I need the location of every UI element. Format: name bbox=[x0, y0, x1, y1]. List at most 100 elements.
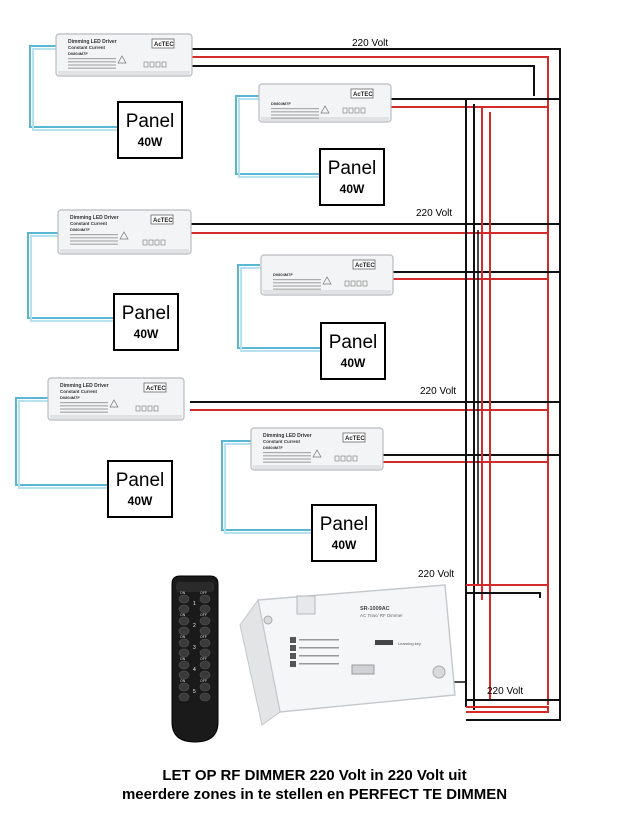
panel-4: Panel 40W bbox=[320, 322, 386, 380]
driver-model: D0804M7F bbox=[273, 272, 293, 277]
signal-wire-4 bbox=[237, 264, 320, 349]
live-receiver-in bbox=[466, 584, 549, 600]
brand-name: AcTEC bbox=[355, 263, 375, 269]
driver-spec-line bbox=[271, 114, 319, 116]
cert-mark bbox=[360, 107, 366, 114]
voltage-label: 220 Volt bbox=[352, 38, 389, 49]
neutral-main-wire bbox=[190, 48, 561, 720]
cert-mark bbox=[348, 107, 354, 114]
driver-base bbox=[60, 249, 189, 253]
panel-1: Panel 40W bbox=[117, 101, 183, 159]
panel-6: Panel 40W bbox=[311, 504, 377, 562]
remote-zone-number: 1 bbox=[193, 601, 196, 607]
signal-wire-5-2 bbox=[18, 400, 110, 489]
panel-label: Panel bbox=[327, 158, 377, 179]
brand-name: AcTEC bbox=[146, 386, 166, 392]
footer-line-1: LET OP RF DIMMER 220 Volt in 220 Volt ui… bbox=[162, 767, 467, 784]
remote-zone-number: 5 bbox=[193, 689, 196, 695]
cert-mark bbox=[141, 405, 147, 412]
cert-mark bbox=[362, 280, 368, 287]
driver-subtitle: Constant Current bbox=[263, 439, 301, 444]
driver-spec-line bbox=[263, 461, 311, 463]
driver-subtitle: Constant Current bbox=[70, 221, 108, 226]
remote-off-label: OFF bbox=[200, 591, 207, 595]
live-main-wire bbox=[190, 56, 549, 705]
receiver-mount-tab bbox=[296, 595, 316, 615]
driver-base bbox=[58, 71, 190, 75]
panel-wattage: 40W bbox=[137, 135, 163, 149]
remote-dim-up-button bbox=[199, 604, 211, 614]
remote-dim-up-button bbox=[199, 626, 211, 636]
receiver-terminal bbox=[290, 661, 296, 667]
driver-spec-line bbox=[263, 452, 311, 454]
remote-zone-number: 4 bbox=[193, 667, 196, 673]
receiver-screw-hole bbox=[432, 665, 446, 679]
remote-off-button bbox=[199, 638, 211, 648]
remote-dim-down-button bbox=[178, 648, 190, 658]
receiver-spec-line bbox=[299, 663, 339, 665]
brand-name: AcTEC bbox=[353, 92, 373, 98]
warning-icon bbox=[312, 449, 322, 458]
warning-icon bbox=[117, 55, 127, 64]
driver-spec-line bbox=[68, 64, 116, 66]
cert-mark bbox=[147, 405, 153, 412]
panel-label: Panel bbox=[125, 111, 175, 132]
cert-mark bbox=[346, 455, 352, 462]
driver-subtitle: Constant Current bbox=[68, 45, 106, 50]
cert-mark bbox=[354, 107, 360, 114]
cert-mark bbox=[160, 239, 166, 246]
driver-model: D0804M7F bbox=[68, 51, 88, 56]
driver-title: Dimming LED Driver bbox=[70, 215, 119, 221]
remote-dim-down-button bbox=[178, 670, 190, 680]
driver-subtitle: Constant Current bbox=[60, 389, 98, 394]
panel-wattage: 40W bbox=[339, 182, 365, 196]
remote-on-label: ON bbox=[180, 591, 186, 595]
remote-top bbox=[176, 582, 214, 592]
panel-3: Panel 40W bbox=[113, 293, 179, 351]
driver-spec-line bbox=[70, 243, 118, 245]
panel-5: Panel 40W bbox=[107, 460, 173, 518]
remote-off-button bbox=[199, 660, 211, 670]
remote-dim-down-button bbox=[178, 604, 190, 614]
driver-model: D0804M7F bbox=[263, 445, 283, 450]
panel-wattage: 40W bbox=[133, 327, 159, 341]
panel-wattage: 40W bbox=[331, 538, 357, 552]
remote-zone-number: 2 bbox=[193, 623, 196, 629]
brand-name: AcTEC bbox=[154, 42, 174, 48]
cert-mark bbox=[154, 239, 160, 246]
cert-mark bbox=[142, 239, 148, 246]
signal-wire-3-2 bbox=[30, 235, 116, 322]
remote-on-label: ON bbox=[180, 679, 186, 683]
receiver-learning-key: Learning key bbox=[398, 641, 421, 646]
receiver-screw-hole bbox=[263, 615, 273, 625]
receiver-model: SR-1009AC bbox=[360, 606, 390, 612]
driver-spec-line bbox=[273, 279, 321, 281]
brand-logo bbox=[342, 432, 366, 443]
brand-name: AcTEC bbox=[345, 436, 365, 442]
driver-title: Dimming LED Driver bbox=[263, 433, 312, 439]
panel-wattage: 40W bbox=[340, 356, 366, 370]
live-feed-out bbox=[466, 706, 549, 713]
footer-line-2: meerdere zones in te stellen en PERFECT … bbox=[121, 786, 508, 803]
driver-spec-line bbox=[263, 458, 311, 460]
cert-mark bbox=[143, 61, 149, 68]
remote-off-label: OFF bbox=[200, 635, 207, 639]
driver-spec-line bbox=[273, 288, 321, 290]
panel-label: Panel bbox=[319, 514, 369, 535]
warning-icon bbox=[322, 276, 332, 285]
driver-spec-line bbox=[60, 402, 108, 404]
cert-mark bbox=[356, 280, 362, 287]
cert-mark bbox=[340, 455, 346, 462]
remote-zone-number: 3 bbox=[193, 645, 196, 651]
signal-wire-3 bbox=[27, 232, 113, 319]
receiver-led bbox=[375, 640, 393, 645]
brand-logo bbox=[352, 259, 376, 270]
cert-mark bbox=[350, 280, 356, 287]
panel-2: Panel 40W bbox=[319, 148, 385, 206]
